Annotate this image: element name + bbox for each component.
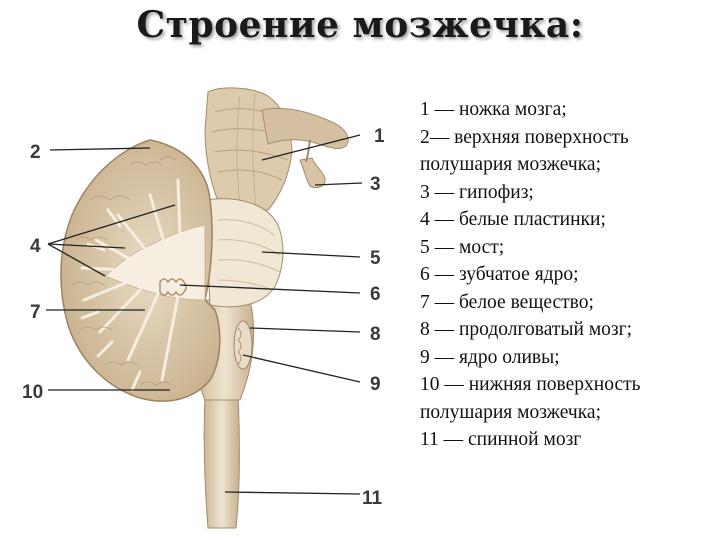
page-title: Строение мозжечка:: [136, 4, 584, 46]
callout-3: 3: [370, 174, 381, 195]
legend-line: 6 — зубчатое ядро;: [420, 264, 579, 285]
legend-line: 2— верхняя поверхность: [420, 126, 629, 148]
callout-11: 11: [362, 488, 383, 509]
legend-line: 3 — гипофиз;: [420, 181, 534, 203]
spinal-cord: [203, 394, 240, 529]
callout-10: 10: [22, 382, 43, 403]
callout-1: 1: [374, 126, 385, 147]
legend-line: 7 — белое вещество;: [420, 291, 594, 313]
callout-5: 5: [370, 248, 381, 269]
callout-7: 7: [30, 302, 41, 323]
leader-lines: [46, 134, 363, 495]
legend: 1 — ножка мозга; 2— верхняя поверхность …: [420, 96, 720, 454]
legend-line: 4 — белые пластинки;: [420, 209, 606, 230]
pituitary: [299, 157, 326, 189]
callout-2: 2: [30, 142, 41, 163]
legend-line: 8 — продолговатый мозг;: [420, 319, 633, 340]
legend-line: 9 — ядро оливы;: [420, 346, 560, 368]
callout-6: 6: [370, 284, 381, 305]
callout-8: 8: [370, 324, 381, 345]
legend-line: полушария мозжечка;: [420, 154, 601, 175]
legend-line: 1 — ножка мозга;: [420, 99, 567, 120]
legend-line: 11 — спинной мозг: [420, 429, 582, 450]
white-laminae: [80, 178, 182, 392]
dentate-nucleus: [159, 278, 187, 296]
legend-line: полушария мозжечка;: [420, 401, 601, 423]
legend-line: 5 — мост;: [420, 236, 505, 258]
cerebral-peduncle: [204, 87, 293, 211]
olive-nucleus: [233, 320, 253, 370]
legend-line: 10 — нижняя поверхность: [420, 374, 641, 395]
callout-9: 9: [370, 374, 381, 395]
callout-4: 4: [30, 236, 41, 257]
